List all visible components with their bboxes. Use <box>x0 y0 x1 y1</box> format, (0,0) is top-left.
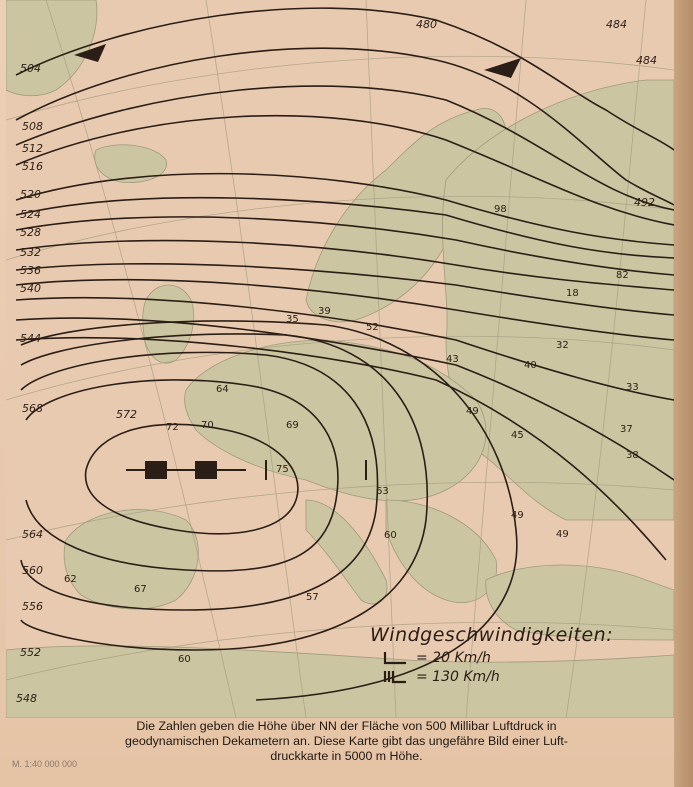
binding-edge <box>674 0 693 787</box>
land-masses <box>6 0 674 718</box>
iso-label: 508 <box>22 120 43 133</box>
point-value: 63 <box>376 486 389 497</box>
land-greenland <box>6 0 98 97</box>
iso-label: 520 <box>20 188 41 201</box>
point-value: 18 <box>566 288 579 299</box>
caption-line-3: druckkarte in 5000 m Höhe. <box>270 749 423 763</box>
point-value: 49 <box>511 510 524 521</box>
iso-label: 568 <box>22 402 43 415</box>
low-markers <box>74 44 521 78</box>
wind-legend: Windgeschwindigkeiten: = 20 Km/h = 130 K… <box>370 624 640 688</box>
iso-label: 484 <box>606 18 627 31</box>
iso-label: 556 <box>22 600 43 613</box>
iso-label: 532 <box>20 246 41 259</box>
legend-row-20-text: = 20 Km/h <box>416 650 491 666</box>
point-value: 60 <box>384 530 397 541</box>
iso-label: 536 <box>20 264 41 277</box>
legend-title: Windgeschwindigkeiten: <box>370 624 614 646</box>
scale-text: M. 1:40 000 000 <box>12 759 78 769</box>
point-value: 57 <box>306 592 319 603</box>
iso-label: 524 <box>20 208 41 221</box>
point-value: 52 <box>366 322 379 333</box>
legend-row-20: = 20 Km/h <box>382 650 640 666</box>
point-value: 69 <box>286 420 299 431</box>
point-value: 75 <box>276 464 289 475</box>
map-canvas: 504 508 512 516 520 524 528 532 536 540 … <box>6 0 674 718</box>
iso-label: 504 <box>20 62 41 75</box>
isoline-labels: 504 508 512 516 520 524 528 532 536 540 … <box>16 18 657 705</box>
map-area: 504 508 512 516 520 524 528 532 536 540 … <box>6 0 674 718</box>
iso-label: 540 <box>20 282 41 295</box>
iso-label: 480 <box>416 18 437 31</box>
legend-row-130-text: = 130 Km/h <box>416 669 500 685</box>
iso-label: 528 <box>20 226 41 239</box>
point-value: 67 <box>134 584 147 595</box>
caption-line-2: geodynamischen Dekametern an. Diese Kart… <box>125 734 568 748</box>
point-value: 62 <box>64 574 77 585</box>
wind-barb-small-icon <box>383 652 406 665</box>
point-value: 43 <box>446 354 459 365</box>
wind-barbs <box>126 460 367 480</box>
land-iberia <box>63 509 199 610</box>
point-value: 45 <box>511 430 524 441</box>
point-value: 49 <box>466 406 479 417</box>
iso-label: 544 <box>20 332 41 345</box>
point-value: 64 <box>216 384 229 395</box>
legend-row-130: = 130 Km/h <box>382 669 640 685</box>
point-value: 72 <box>166 422 179 433</box>
point-value: 38 <box>626 450 639 461</box>
point-value: 35 <box>286 314 299 325</box>
low-marker-east <box>484 58 521 78</box>
iso-label: 552 <box>20 646 41 659</box>
point-value: 98 <box>494 204 507 215</box>
iso-label: 572 <box>116 408 137 421</box>
iso-label: 512 <box>22 142 43 155</box>
point-value: 70 <box>201 420 214 431</box>
land-iceland <box>94 144 167 183</box>
isolines <box>15 7 674 701</box>
low-marker-west <box>74 44 106 62</box>
iso-label: 560 <box>22 564 43 577</box>
point-value: 33 <box>626 382 639 393</box>
point-value: 32 <box>556 340 569 351</box>
iso-label: 516 <box>22 160 43 173</box>
iso-label: 492 <box>634 196 655 209</box>
point-value: 82 <box>616 270 629 281</box>
wind-barb-large-icon <box>383 671 406 684</box>
point-value: 40 <box>524 360 537 371</box>
land-asia-minor <box>485 564 674 641</box>
point-values: 35 39 52 49 40 43 45 49 49 60 63 75 70 7… <box>64 204 639 665</box>
land-british-isles <box>142 284 195 364</box>
iso-label: 484 <box>636 54 657 67</box>
map-caption: Die Zahlen geben die Höhe über NN der Fl… <box>24 719 669 764</box>
caption-line-1: Die Zahlen geben die Höhe über NN der Fl… <box>136 719 557 733</box>
iso-label: 548 <box>16 692 37 705</box>
point-value: 60 <box>178 654 191 665</box>
iso-label: 564 <box>22 528 43 541</box>
point-value: 39 <box>318 306 331 317</box>
point-value: 49 <box>556 529 569 540</box>
point-value: 37 <box>620 424 633 435</box>
